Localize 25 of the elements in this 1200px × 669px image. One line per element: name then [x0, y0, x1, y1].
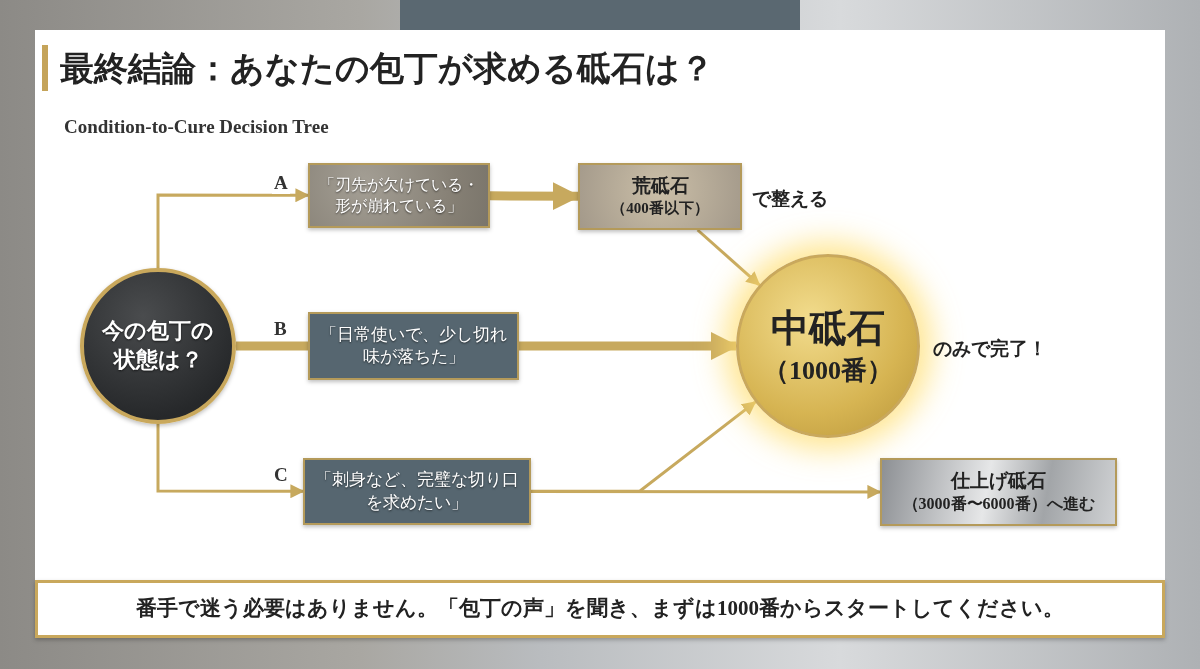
node-text: 荒砥石 [630, 174, 690, 199]
finishing-stone-box [880, 458, 1117, 526]
node-text: 中砥石 [770, 306, 886, 352]
grit-text: （400番以下） [610, 199, 710, 219]
node-text: 「刃先が欠けている・形が崩れている」 [318, 174, 480, 216]
title: 最終結論：あなたの包丁が求める砥石は？ [60, 49, 714, 89]
condition-box [308, 163, 490, 228]
subtitle: Condition-to-Cure Decision Tree [64, 116, 329, 138]
note-text: で整える [752, 187, 828, 211]
node-text: 番手で迷う必要はありません。「包丁の声」を聞き、まずは1000番からスタートしてください。 [135, 595, 1065, 623]
node-text: 今の包丁の状態は？ [101, 317, 215, 374]
arrow [156, 424, 305, 499]
arrow [531, 484, 882, 499]
condition-box [303, 458, 531, 525]
conclusion-banner [35, 580, 1165, 638]
condition-box [308, 312, 519, 380]
arrow [696, 228, 761, 286]
grit-text: （3000番〜6000番）へ進む [901, 493, 1096, 514]
note-text: のみで完了！ [933, 337, 1047, 361]
node-text: 「刺身など、完璧な切り口を求めたい」 [314, 469, 520, 514]
arrow [156, 188, 310, 268]
grit-text: （1000番） [762, 354, 894, 387]
node-text: 「日常使いで、少し切れ味が落ちた」 [319, 323, 508, 368]
coarse-stone-box [578, 163, 742, 230]
node-text: 仕上げ砥石 [949, 469, 1047, 494]
